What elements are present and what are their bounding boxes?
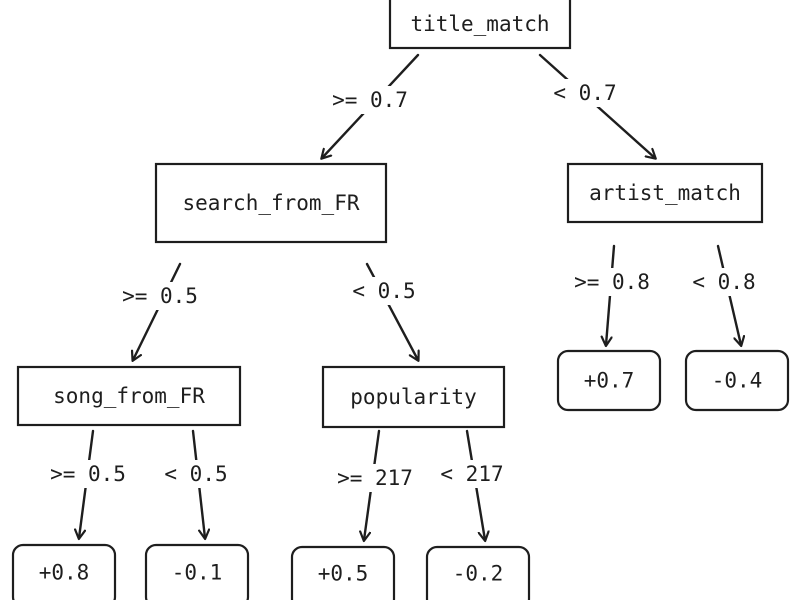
split-node-popularity: popularity — [321, 365, 506, 429]
leaf-value: +0.8 — [39, 561, 90, 585]
edge-label-song_from_FR-to-leaf_song_lt: < 0.5 — [164, 462, 227, 486]
split-node-title_match: title_match — [388, 0, 572, 50]
split-box — [16, 365, 242, 427]
leaf-node-leaf_artist_lt: -0.4 — [684, 349, 790, 412]
edge-label-background — [118, 282, 202, 310]
edge-label-popularity-to-leaf_pop_lt: < 217 — [440, 462, 503, 486]
split-node-artist_match: artist_match — [566, 162, 764, 224]
edge-label-artist_match-to-leaf_artist_ge: >= 0.8 — [574, 270, 650, 294]
leaf-value: -0.4 — [712, 369, 763, 393]
split-box — [566, 162, 764, 224]
edges-layer: >= 0.7 < 0.7 >= 0.5 < 0.5 >= 0.8 < 0.8 >= 0.5 <… — [46, 53, 760, 540]
leaf-node-leaf_pop_ge: +0.5 — [290, 545, 396, 600]
leaf-box — [290, 545, 396, 600]
split-box — [388, 0, 572, 50]
leaf-value: +0.5 — [318, 562, 369, 586]
leaf-box — [425, 545, 531, 600]
leaf-box — [684, 349, 790, 412]
split-feature-label: search_from_FR — [182, 191, 359, 215]
split-box — [154, 162, 388, 244]
leaf-box — [144, 543, 250, 600]
split-feature-label: song_from_FR — [53, 384, 205, 408]
split-box — [321, 365, 506, 429]
edge-arrow-search_from_FR-to-song_from_FR — [133, 262, 182, 360]
leaf-value: -0.2 — [453, 562, 504, 586]
split-node-song_from_FR: song_from_FR — [16, 365, 242, 427]
edge-label-background — [570, 268, 654, 296]
edge-label-background — [348, 277, 420, 305]
nodes-layer: title_match search_from_FR artist_matchson… — [11, 0, 790, 600]
edge-label-popularity-to-leaf_pop_ge: >= 217 — [337, 466, 413, 490]
edge-label-background — [333, 464, 417, 492]
edge-label-search_from_FR-to-popularity: < 0.5 — [352, 279, 415, 303]
edge-label-background — [46, 460, 130, 488]
edge-label-song_from_FR-to-leaf_song_ge: >= 0.5 — [50, 462, 126, 486]
edge-label-background — [436, 460, 508, 488]
edge-label-background — [688, 268, 760, 296]
leaf-box — [556, 349, 662, 412]
split-feature-label: popularity — [350, 385, 476, 409]
split-node-search_from_FR: search_from_FR — [154, 162, 388, 244]
split-feature-label: title_match — [410, 12, 549, 36]
edge-label-artist_match-to-leaf_artist_lt: < 0.8 — [692, 270, 755, 294]
split-feature-label: artist_match — [589, 181, 741, 205]
edge-label-title_match-to-search_from_FR: >= 0.7 — [332, 88, 408, 112]
edge-label-background — [328, 86, 412, 114]
leaf-node-leaf_song_lt: -0.1 — [144, 543, 250, 600]
leaf-node-leaf_song_ge: +0.8 — [11, 543, 117, 600]
leaf-value: -0.1 — [172, 561, 223, 585]
edge-label-title_match-to-artist_match: < 0.7 — [553, 81, 616, 105]
leaf-node-leaf_artist_ge: +0.7 — [556, 349, 662, 412]
edge-label-search_from_FR-to-song_from_FR: >= 0.5 — [122, 284, 198, 308]
leaf-box — [11, 543, 117, 600]
edge-label-background — [160, 460, 232, 488]
leaf-node-leaf_pop_lt: -0.2 — [425, 545, 531, 600]
leaf-value: +0.7 — [584, 369, 635, 393]
edge-label-background — [549, 79, 621, 107]
